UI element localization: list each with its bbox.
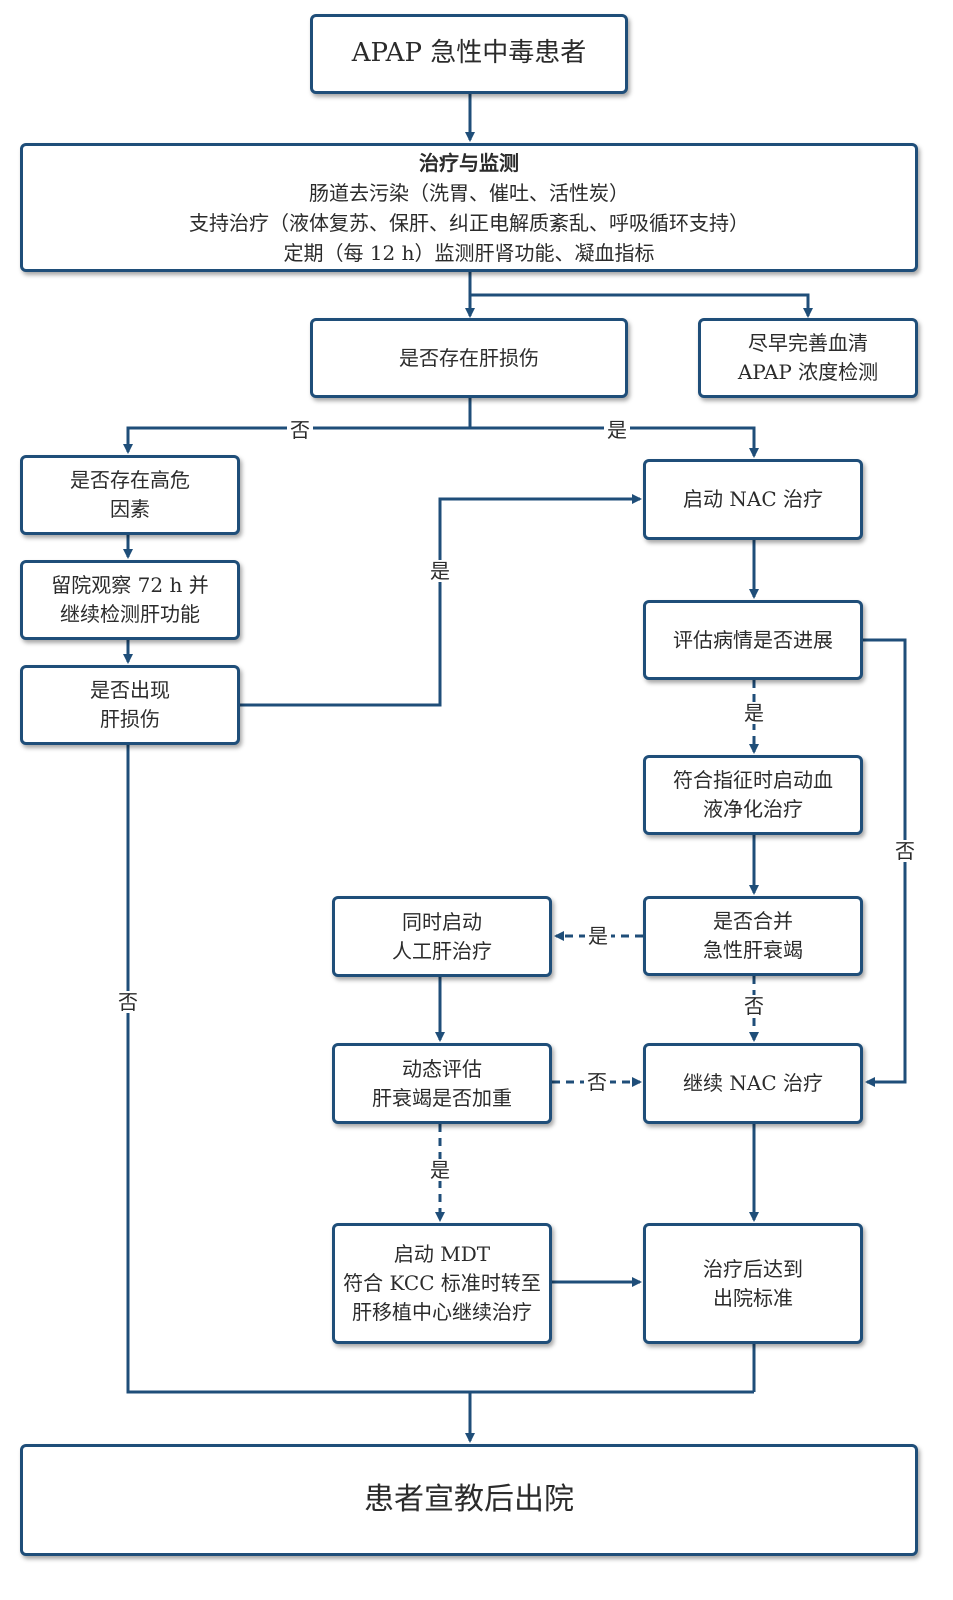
node-start: APAP 急性中毒患者 xyxy=(310,14,628,94)
node-mdt: 启动 MDT 符合 KCC 标准时转至 肝移植中心继续治疗 xyxy=(332,1223,552,1344)
node-observe-line: 继续检测肝功能 xyxy=(60,602,200,626)
edge-label-appear-no: 否 xyxy=(115,991,141,1013)
node-start-nac: 启动 NAC 治疗 xyxy=(643,459,863,540)
node-artificial-liver-line: 同时启动 xyxy=(402,909,482,934)
node-artificial-liver-line: 人工肝治疗 xyxy=(392,938,492,963)
node-artificial-liver: 同时启动 人工肝治疗 xyxy=(332,896,552,977)
edge-label-dynamic-yes: 是 xyxy=(427,1159,453,1181)
node-continue-nac: 继续 NAC 治疗 xyxy=(643,1043,863,1124)
node-mdt-line: 符合 KCC 标准时转至 xyxy=(343,1271,541,1295)
node-treatment-line: 肠道去污染（洗胃、催吐、活性炭） xyxy=(309,180,629,205)
edge-appear-yes-nac xyxy=(240,494,642,707)
node-discharge-standard: 治疗后达到 出院标准 xyxy=(643,1223,863,1344)
node-final-discharge-line: 患者宣教后出院 xyxy=(364,1482,574,1518)
node-treatment-title: 治疗与监测 xyxy=(419,150,519,175)
node-discharge-standard-line: 出院标准 xyxy=(713,1285,793,1310)
edge-label-progress-no: 否 xyxy=(892,840,918,862)
node-blood-purification-line: 符合指征时启动血 xyxy=(673,768,833,792)
node-dynamic-evaluation-line: 动态评估 xyxy=(402,1056,482,1081)
node-high-risk-question: 是否存在高危 因素 xyxy=(20,455,240,535)
node-serum-test-line: APAP 浓度检测 xyxy=(737,360,879,384)
node-start-nac-line: 启动 NAC 治疗 xyxy=(683,487,823,511)
node-observe-line: 留院观察 72 h 并 xyxy=(51,573,209,597)
node-dynamic-evaluation-line: 肝衰竭是否加重 xyxy=(372,1085,512,1110)
node-progress-question: 评估病情是否进展 xyxy=(643,600,863,680)
node-start-line: APAP 急性中毒患者 xyxy=(351,38,587,69)
node-final-discharge: 患者宣教后出院 xyxy=(20,1444,918,1556)
node-serum-test: 尽早完善血清 APAP 浓度检测 xyxy=(698,318,918,398)
edge-label-dynamic-no: 否 xyxy=(584,1071,610,1093)
node-liver-injury-question: 是否存在肝损伤 xyxy=(310,318,628,398)
edge-label-alf-no: 否 xyxy=(741,995,767,1017)
node-injury-appear-question-line: 肝损伤 xyxy=(100,707,160,731)
node-mdt-line: 肝移植中心继续治疗 xyxy=(352,1300,532,1324)
node-injury-appear-question: 是否出现 肝损伤 xyxy=(20,665,240,745)
node-liver-injury-question-line: 是否存在肝损伤 xyxy=(399,345,539,370)
node-alf-question: 是否合并 急性肝衰竭 xyxy=(643,896,863,976)
edge-injury-no xyxy=(123,426,470,454)
edge-appear-no xyxy=(126,745,754,1394)
node-injury-appear-question-line: 是否出现 xyxy=(90,678,170,702)
node-blood-purification: 符合指征时启动血 液净化治疗 xyxy=(643,755,863,835)
node-treatment: 治疗与监测 肠道去污染（洗胃、催吐、活性炭） 支持治疗（液体复苏、保肝、纠正电解… xyxy=(20,143,918,272)
node-treatment-line: 支持治疗（液体复苏、保肝、纠正电解质紊乱、呼吸循环支持） xyxy=(189,210,749,235)
edge-label-injury-yes: 是 xyxy=(604,419,630,441)
node-treatment-line: 定期（每 12 h）监测肝肾功能、凝血指标 xyxy=(283,240,655,265)
node-continue-nac-line: 继续 NAC 治疗 xyxy=(683,1071,823,1095)
node-alf-question-line: 急性肝衰竭 xyxy=(703,938,803,962)
node-high-risk-question-line: 是否存在高危 xyxy=(70,468,190,492)
edge-label-appear-yes: 是 xyxy=(427,560,453,582)
node-mdt-line: 启动 MDT xyxy=(393,1242,491,1266)
node-blood-purification-line: 液净化治疗 xyxy=(703,797,803,821)
edge-label-progress-yes: 是 xyxy=(741,702,767,724)
node-dynamic-evaluation: 动态评估 肝衰竭是否加重 xyxy=(332,1043,552,1124)
edge-label-alf-yes: 是 xyxy=(585,925,611,947)
node-alf-question-line: 是否合并 xyxy=(713,909,793,933)
edge-label-injury-no: 否 xyxy=(287,419,313,441)
node-serum-test-line: 尽早完善血清 xyxy=(748,331,868,355)
edge-to-serum-test xyxy=(470,293,813,318)
node-observe: 留院观察 72 h 并 继续检测肝功能 xyxy=(20,560,240,640)
node-discharge-standard-line: 治疗后达到 xyxy=(703,1256,803,1281)
node-progress-question-line: 评估病情是否进展 xyxy=(673,627,833,652)
node-high-risk-question-line: 因素 xyxy=(110,497,150,521)
edge-injury-yes xyxy=(470,426,759,458)
